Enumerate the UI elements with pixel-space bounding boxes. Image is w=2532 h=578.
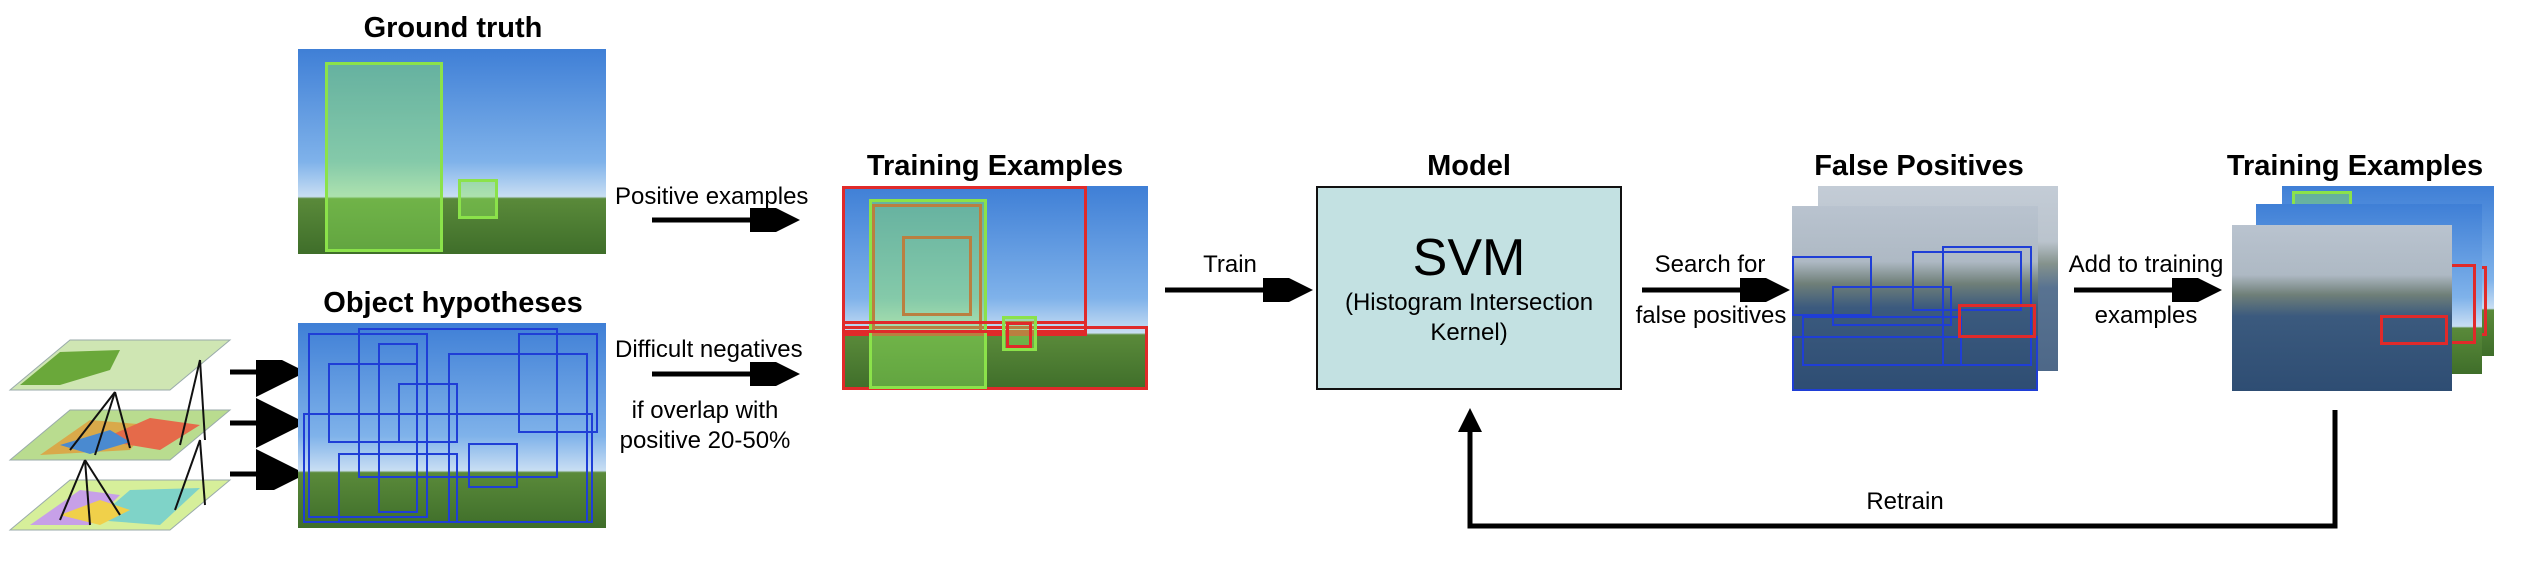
ground-truth-image bbox=[298, 49, 606, 254]
search-arrow bbox=[1642, 278, 1790, 302]
false-positive-box bbox=[1958, 304, 2036, 338]
segmentation-layers bbox=[8, 339, 232, 531]
ground-truth-title: Ground truth bbox=[363, 12, 543, 44]
hypothesis-box bbox=[468, 443, 518, 488]
add-label-line2: examples bbox=[2094, 302, 2198, 329]
segmentation-layer-top bbox=[8, 339, 232, 391]
search-label-line1: Search for bbox=[1654, 251, 1766, 278]
training-examples-title: Training Examples bbox=[866, 150, 1124, 182]
object-hypotheses-image bbox=[298, 323, 606, 528]
hypothesis-box bbox=[378, 343, 418, 513]
kernel-line2: Kernel) bbox=[1430, 319, 1508, 346]
negative-box bbox=[842, 321, 1087, 333]
negative-box bbox=[842, 186, 1087, 336]
positive-box-cow bbox=[325, 62, 443, 252]
hypothesis-box bbox=[1832, 286, 1952, 326]
hypothesis-box bbox=[518, 333, 598, 433]
retrain-loop-arrow bbox=[1458, 408, 2338, 529]
model-title: Model bbox=[1427, 150, 1511, 182]
hypothesis-box bbox=[1792, 336, 2038, 391]
false-positive-image bbox=[1792, 206, 2038, 391]
negative-box bbox=[1006, 322, 1032, 348]
train-label: Train bbox=[1203, 251, 1257, 278]
hypothesis-box bbox=[1912, 251, 2022, 311]
positive-examples-label: Positive examples bbox=[615, 183, 809, 210]
add-arrow bbox=[2074, 278, 2222, 302]
svm-model-box: SVM (Histogram Intersection Kernel) bbox=[1316, 186, 1622, 390]
difficult-negatives-arrow bbox=[652, 362, 800, 386]
false-positive-box bbox=[2380, 315, 2448, 345]
positive-examples-arrow bbox=[652, 208, 800, 232]
positive-box-cow bbox=[869, 199, 987, 389]
segmentation-layer-bottom bbox=[8, 479, 232, 531]
layers-to-hypotheses-arrows bbox=[230, 360, 306, 490]
training-examples-image bbox=[842, 186, 1148, 390]
hypothesis-box bbox=[338, 453, 458, 523]
negative-box bbox=[902, 236, 972, 316]
add-label-line1: Add to training bbox=[2068, 251, 2224, 278]
svm-label: SVM bbox=[1412, 229, 1526, 287]
negative-box bbox=[842, 326, 1148, 390]
hypothesis-box bbox=[1802, 316, 1962, 366]
kernel-line1: (Histogram Intersection bbox=[1344, 289, 1594, 316]
object-hypotheses-title: Object hypotheses bbox=[323, 287, 583, 319]
overlap-line2: positive 20-50% bbox=[619, 427, 791, 454]
retrain-label: Retrain bbox=[1866, 488, 1944, 515]
search-label-line2: false positives bbox=[1635, 302, 1787, 329]
hypothesis-box bbox=[358, 328, 558, 478]
segmentation-layer-middle bbox=[8, 409, 232, 461]
difficult-negatives-label: Difficult negatives bbox=[615, 336, 803, 363]
train-arrow bbox=[1165, 278, 1313, 302]
hypothesis-box bbox=[308, 333, 428, 518]
false-positives-title: False Positives bbox=[1814, 150, 2024, 182]
positive-box-calf bbox=[458, 179, 498, 219]
overlap-line1: if overlap with bbox=[631, 397, 779, 424]
training-examples-2-title: Training Examples bbox=[2226, 150, 2484, 182]
training-stack-image-front bbox=[2232, 225, 2452, 391]
hypothesis-box bbox=[398, 383, 458, 443]
